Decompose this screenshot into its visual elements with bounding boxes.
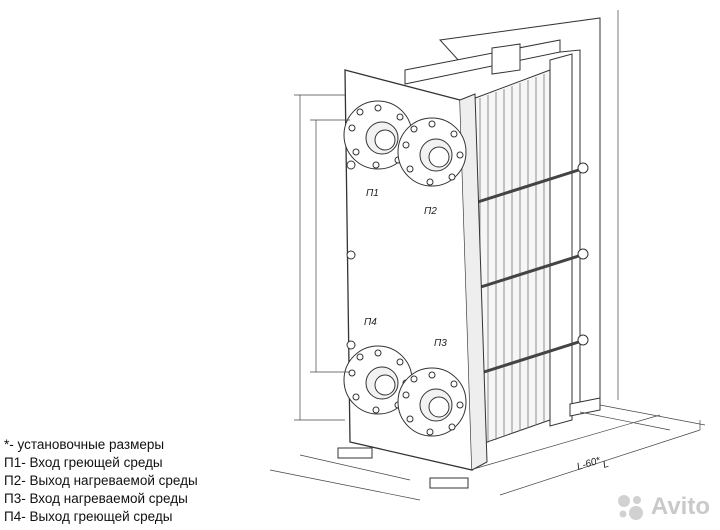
legend-item: П1- Вход греющей среды bbox=[4, 455, 163, 470]
watermark-text: Avito bbox=[650, 493, 710, 520]
dim-label-l60: L-60* bbox=[576, 455, 603, 473]
foot-rear bbox=[569, 397, 601, 417]
label-p1: П1 bbox=[366, 188, 379, 199]
legend-item: П4- Выход греющей среды bbox=[4, 509, 173, 524]
nozzle-p2 bbox=[397, 117, 467, 187]
label-p4: П4 bbox=[364, 317, 377, 328]
avito-logo-icon bbox=[617, 495, 643, 520]
pressure-plate bbox=[549, 53, 573, 427]
plate-pack bbox=[469, 69, 551, 449]
foot-right bbox=[429, 477, 469, 489]
legend: *- установочные размеры П1- Вход греющей… bbox=[4, 436, 198, 526]
nozzle-p1 bbox=[343, 100, 413, 170]
legend-item: П3- Вход нагреваемой среды bbox=[4, 491, 188, 506]
label-p3: П3 bbox=[434, 338, 447, 349]
lifting-lug bbox=[491, 43, 521, 75]
dimension-lines bbox=[269, 10, 706, 501]
avito-watermark: Avito bbox=[615, 492, 710, 522]
nozzle-p3 bbox=[397, 367, 467, 437]
legend-item: П2- Выход нагреваемой среды bbox=[4, 473, 198, 488]
frame-bolts bbox=[346, 160, 356, 350]
label-p2: П2 bbox=[424, 206, 437, 217]
dim-label-l: L bbox=[602, 459, 611, 471]
legend-item: *- установочные размеры bbox=[4, 437, 165, 452]
foot-left bbox=[337, 447, 373, 459]
nozzle-p4 bbox=[343, 345, 413, 415]
